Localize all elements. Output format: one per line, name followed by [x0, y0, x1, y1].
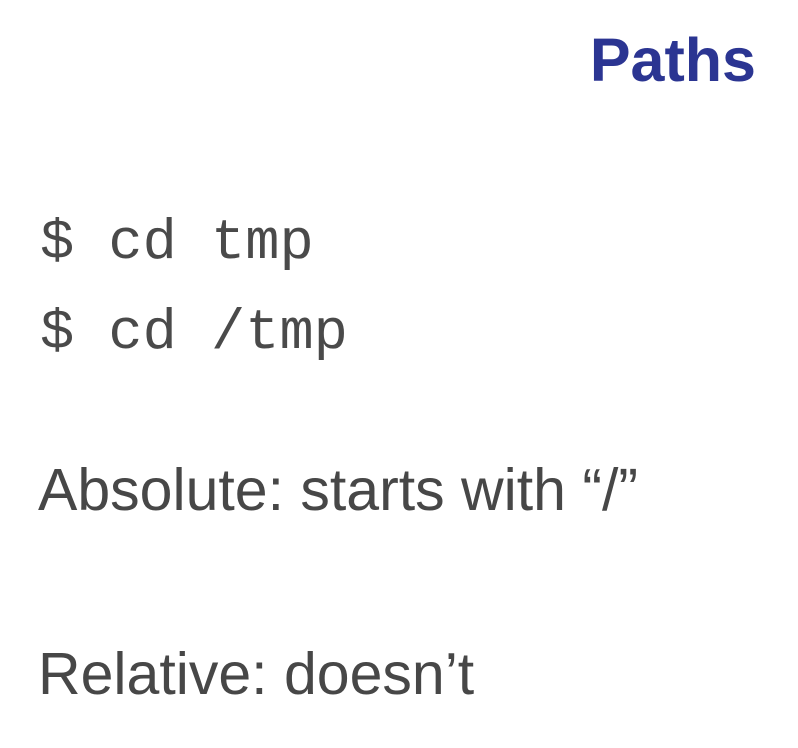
relative-path-definition: Relative: doesn’t [38, 641, 475, 707]
code-line-absolute: $ cd /tmp [40, 302, 348, 366]
slide-title: Paths [589, 26, 756, 94]
code-line-relative: $ cd tmp [40, 212, 314, 276]
absolute-path-definition: Absolute: starts with “/” [38, 457, 639, 523]
